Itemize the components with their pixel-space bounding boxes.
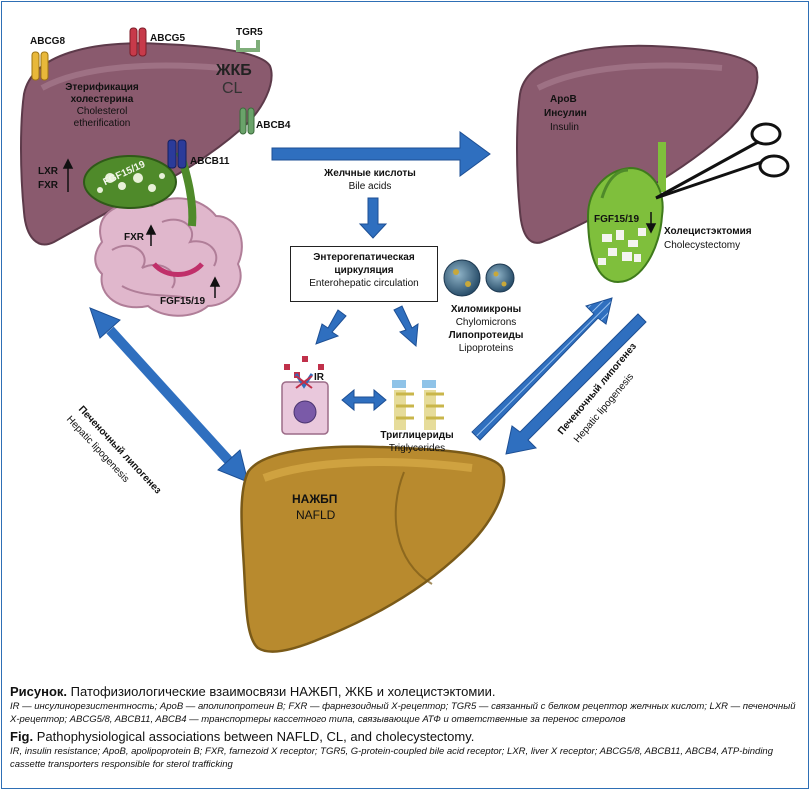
label-fgf-right: FGF15/19: [594, 214, 640, 225]
label-bile-acids-en: Bile acids: [348, 181, 392, 192]
label-fxr-intestine: FXR: [124, 232, 144, 243]
caption-en-prefix: Fig.: [10, 729, 34, 744]
scissors-icon: [655, 122, 790, 200]
enterohepatic-circulation-box: Энтерогепатическая циркуляция Enterohepa…: [290, 246, 438, 302]
caption-abbr-en: IR, insulin resistance; ApoB, apolipopro…: [10, 746, 773, 770]
label-ehc-ru-2: циркуляция: [334, 265, 394, 276]
label-ir: IR: [314, 372, 324, 383]
abcb4-transporter: [239, 107, 255, 135]
label-ehc-en: Enterohepatic circulation: [309, 278, 419, 289]
caption-abbr-ru: IR — инсулинорезистентность; АроВ — апол…: [10, 701, 796, 725]
label-fgf-intestine: FGF15/19: [160, 296, 206, 307]
label-lipoproteins-ru: Липопротеиды: [448, 330, 524, 341]
tgr5-receptor: [236, 40, 260, 52]
liver-nafld: [240, 445, 506, 653]
label-triglycerides-ru: Триглицериды: [380, 430, 454, 441]
abcg8-transporter: [31, 51, 49, 81]
label-esterification-en-1: Cholesterol: [76, 106, 128, 117]
caption-ru-title: Патофизиологические взаимосвязи НАЖБП, Ж…: [67, 684, 496, 699]
arrow-up-striped: [471, 297, 613, 441]
label-esterification-ru-1: Этерификация: [65, 82, 139, 93]
label-cholecystectomy-ru: Холецистэктомия: [664, 226, 752, 237]
label-nafld-ru: НАЖБП: [292, 492, 338, 506]
insulin-resistant-cell: [281, 356, 329, 435]
gallbladder-top-right: [586, 142, 666, 284]
label-cholecystectomy-en: Cholecystectomy: [664, 240, 741, 251]
label-esterification-ru-2: холестерина: [70, 94, 134, 105]
label-esterification-en-2: etherification: [73, 118, 131, 129]
caption-ru-prefix: Рисунок.: [10, 684, 68, 699]
abcb11-transporter: [167, 139, 187, 169]
label-chylomicrons-en: Chylomicrons: [455, 317, 517, 328]
label-bile-acids-ru: Желчные кислоты: [324, 168, 416, 179]
label-abcb11: ABCB11: [190, 156, 230, 167]
label-fxr: FXR: [38, 180, 58, 191]
arrow-left-lipogenesis: [89, 307, 249, 483]
label-triglycerides-en: Triglycerides: [388, 443, 446, 454]
caption-en-title: Pathophysiological associations between …: [33, 729, 475, 744]
arrow-ir-triglycerides: [341, 388, 387, 412]
caption-title-ru: Рисунок. Патофизиологические взаимосвязи…: [10, 684, 800, 700]
chylomicron-particles: [443, 259, 515, 297]
label-apob: АроВ: [550, 94, 577, 105]
label-abcg8: ABCG8: [30, 36, 66, 47]
label-chylomicrons-ru: Хиломикроны: [450, 304, 522, 315]
label-abcg5: ABCG5: [150, 33, 186, 44]
label-lxr: LXR: [38, 166, 58, 177]
liver-top-right: [516, 44, 759, 244]
label-jkb: ЖКБ: [216, 62, 252, 79]
intestine: [94, 197, 243, 317]
liver-top-left: [20, 42, 273, 246]
figure-caption: Рисунок. Патофизиологические взаимосвязи…: [10, 684, 800, 771]
label-cl: CL: [222, 80, 243, 97]
arrow-bile-acids: [271, 131, 491, 177]
label-tgr5: TGR5: [236, 27, 263, 38]
triglyceride-molecules: [392, 380, 444, 430]
down-arrow-icon: [645, 212, 657, 234]
arrow-ehc-to-triglycerides: [393, 305, 419, 348]
label-lipoproteins-en: Lipoproteins: [458, 343, 514, 354]
label-ehc-ru-1: Энтерогепатическая: [313, 252, 415, 263]
abcg5-transporter: [129, 27, 147, 57]
arrow-down-to-ehc: [358, 197, 388, 239]
label-insulin-ru: Инсулин: [544, 108, 587, 119]
label-nafld-en: NAFLD: [296, 508, 336, 522]
label-insulin-en: Insulin: [550, 122, 579, 133]
diagram: [20, 27, 790, 653]
arrow-ehc-to-ir: [315, 309, 347, 345]
arrow-right-lipogenesis: [505, 313, 647, 455]
caption-title-en: Fig. Pathophysiological associations bet…: [10, 729, 800, 745]
label-abcb4: ABCB4: [256, 120, 291, 131]
